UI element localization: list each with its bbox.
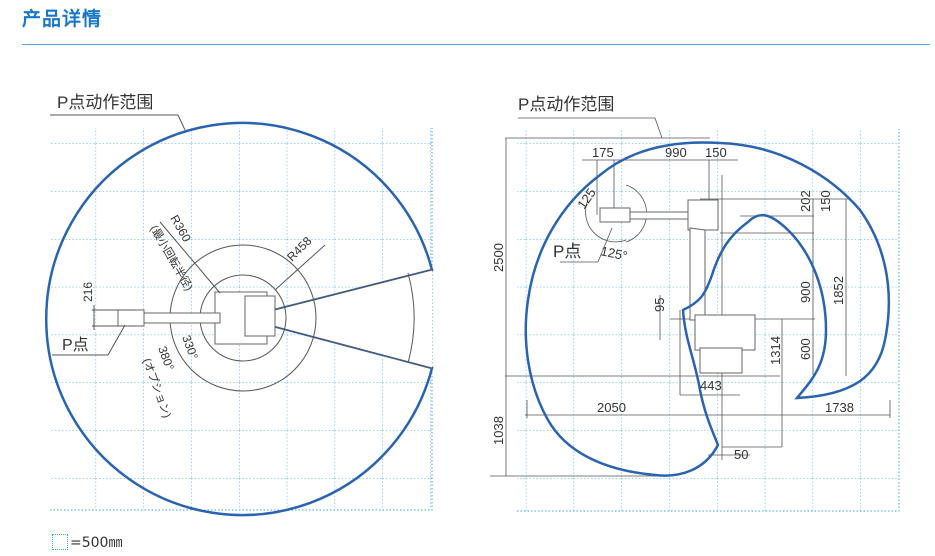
dim-202: 202 (798, 190, 813, 212)
robot-wrist (117, 309, 145, 327)
dim-150-top: 150 (705, 145, 727, 160)
dim-900: 900 (798, 281, 813, 303)
left-envelope (44, 121, 434, 517)
dim-150-right: 150 (818, 190, 833, 212)
angle-125: 125° (599, 243, 628, 263)
right-p-point-label: P点 (553, 242, 581, 261)
dim-95: 95 (652, 298, 667, 312)
right-title: P点动作范围 (518, 95, 614, 114)
right-envelope (524, 141, 891, 477)
left-top-view-diagram: P点动作范围 P点 216 R360 (最小回転半径) R458 330° 38… (44, 93, 434, 517)
robot-arm (139, 312, 221, 324)
dim-1314: 1314 (768, 336, 783, 365)
dim-50: 50 (734, 447, 748, 462)
dim-2050: 2050 (597, 400, 626, 415)
grid-scale-legend: =500㎜ (52, 532, 122, 552)
right-side-view-diagram: P点动作范围 P点 175 990 150 202 150 125 125° 9… (490, 95, 900, 512)
dim-175: 175 (592, 145, 614, 160)
dim-600: 600 (798, 338, 813, 360)
grid-cell-icon (52, 534, 68, 550)
dim-2500: 2500 (491, 243, 506, 272)
left-title: P点动作范围 (57, 93, 153, 112)
legend-label: =500㎜ (70, 535, 123, 551)
dim-1852: 1852 (831, 276, 846, 305)
dim-443: 443 (700, 378, 722, 393)
dim-990: 990 (665, 145, 687, 160)
dim-216: 216 (81, 282, 95, 302)
dim-1038: 1038 (491, 416, 506, 445)
left-p-point-label: P点 (62, 336, 89, 354)
header-divider (22, 44, 930, 45)
page-title: 产品详情 (22, 8, 103, 30)
dim-1738: 1738 (825, 400, 854, 415)
